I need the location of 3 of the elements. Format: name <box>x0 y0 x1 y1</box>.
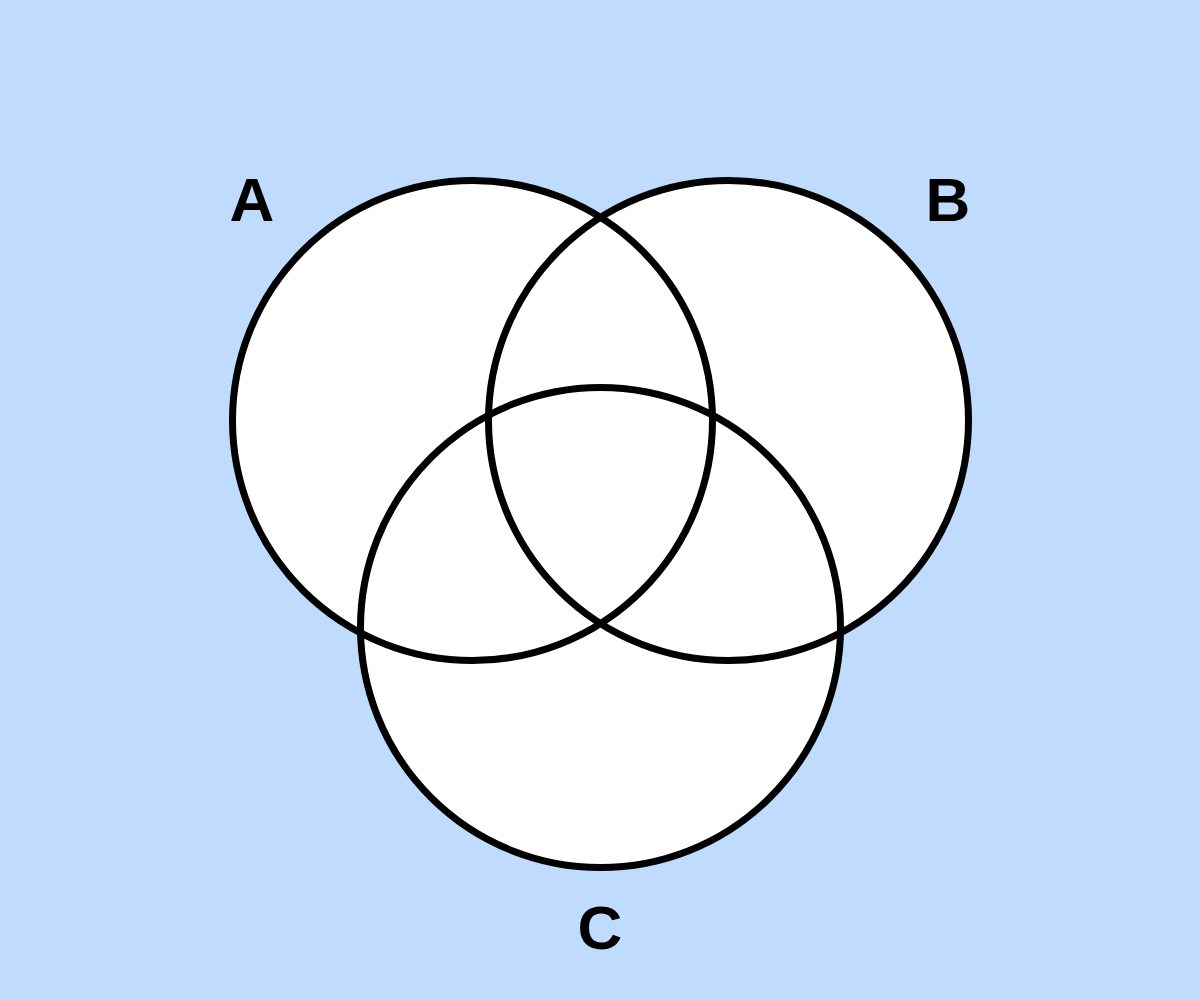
set-label: A <box>229 169 275 231</box>
set-label: C <box>577 897 623 959</box>
set-label: B <box>925 169 971 231</box>
